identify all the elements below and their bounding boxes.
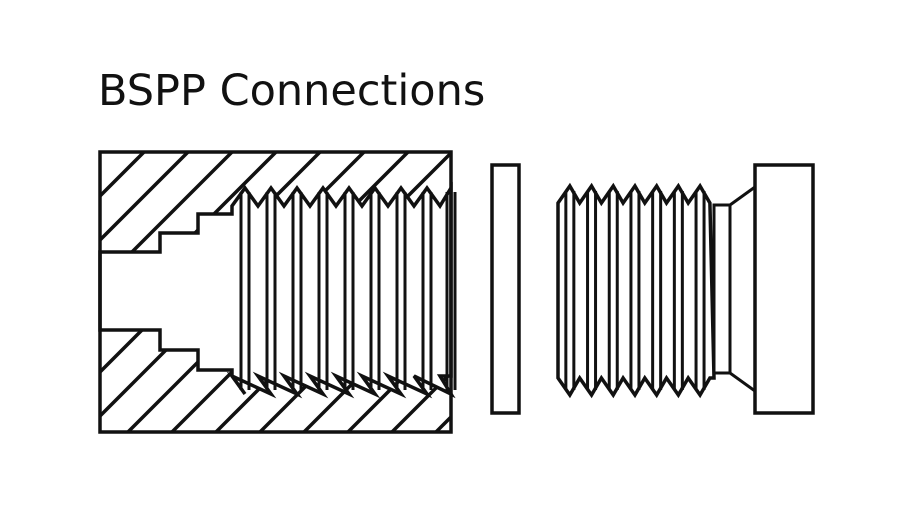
- hatch-line: [345, 326, 451, 432]
- hatch-line: [100, 152, 190, 243]
- diagram-title: BSPP Connections: [98, 66, 486, 116]
- hatch-line: [100, 152, 102, 155]
- hatch-line: [100, 152, 234, 287]
- fitting-hex-head: [753, 163, 815, 415]
- female-thread-lines: [239, 192, 457, 390]
- hatch-line: [389, 370, 451, 432]
- male-threaded-fitting: [556, 163, 815, 415]
- male-thread-lines: [564, 191, 706, 390]
- bonded-seal-washer: [490, 163, 521, 415]
- female-port-section: [98, 150, 457, 434]
- male-thread-profile: [556, 182, 716, 399]
- fitting-neck: [712, 203, 732, 375]
- fitting-cone: [729, 185, 756, 393]
